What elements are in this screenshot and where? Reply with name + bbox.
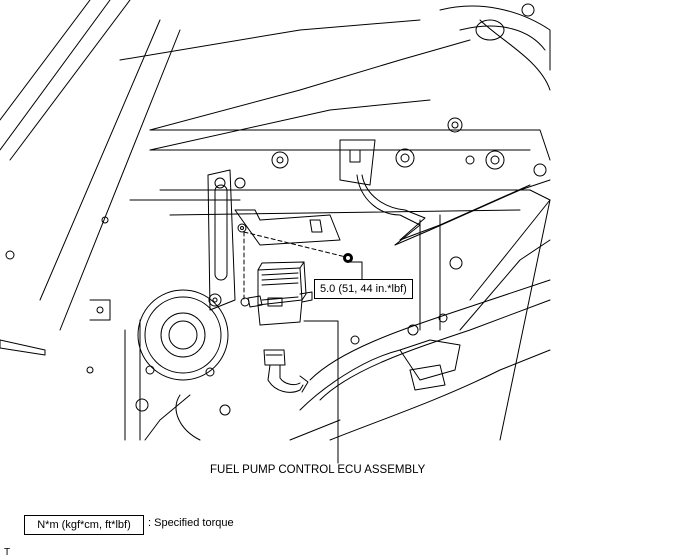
corner-mark: T xyxy=(4,547,11,558)
fuel-pump-control-ecu-icon xyxy=(240,261,313,393)
legend-description: : Specified torque xyxy=(148,517,234,529)
part-label: FUEL PUMP CONTROL ECU ASSEMBLY xyxy=(210,464,426,476)
bolt-icon xyxy=(343,253,353,263)
legend-torque-unit: N*m (kgf*cm, ft*lbf) xyxy=(24,515,144,535)
callout-leaders xyxy=(303,261,363,464)
installation-guide-lines xyxy=(243,231,351,301)
torque-callout: 5.0 (51, 44 in.*lbf) xyxy=(314,279,413,299)
vehicle-body-structure xyxy=(0,0,551,441)
